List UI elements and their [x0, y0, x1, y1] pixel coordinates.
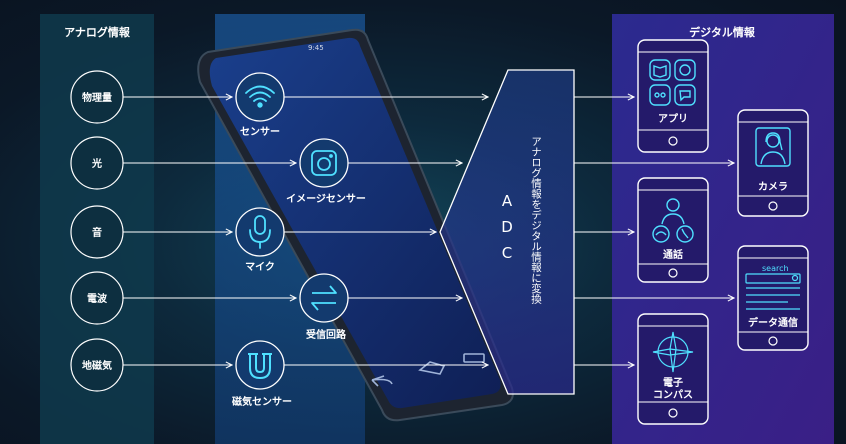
- digital-panel-title: デジタル情報: [689, 25, 756, 39]
- search-text: search: [762, 264, 789, 273]
- output-compass-label-2: コンパス: [653, 389, 693, 401]
- sensor-label: 受信回路: [306, 328, 347, 341]
- output-call-label: 通話: [663, 248, 683, 261]
- svg-text:光: 光: [91, 157, 102, 170]
- output-data: search データ通信: [737, 245, 809, 351]
- person-portrait-icon: [755, 127, 791, 167]
- compass-icon: [652, 331, 694, 373]
- wifi-icon: [245, 85, 275, 108]
- sensor-label: 磁気センサー: [232, 395, 292, 408]
- adc-description: アナログ情報をデジタル情報に変換: [530, 136, 542, 305]
- sensor-magnetic: 磁気センサー: [232, 340, 292, 408]
- svg-text:音: 音: [92, 226, 102, 239]
- output-arrows: [574, 97, 734, 365]
- output-call: 通話: [637, 177, 709, 283]
- output-data-label: データ通信: [748, 316, 798, 329]
- output-apps-label: アプリ: [658, 112, 688, 125]
- adc-block: A D C アナログ情報をデジタル情報に変換: [439, 69, 575, 395]
- adc-label-a: A: [502, 192, 513, 210]
- svg-text:地磁気: 地磁気: [82, 359, 112, 372]
- sensor-label: センサー: [240, 126, 280, 138]
- smartphone-illustration: 9:45: [197, 28, 514, 422]
- sensor-arrows: [284, 97, 488, 365]
- analog-input-geomagnetism: 地磁気: [70, 338, 124, 392]
- microphone-icon: [249, 215, 271, 249]
- analog-input-physical: 物理量: [70, 70, 124, 124]
- search-bar-icon: [745, 273, 801, 310]
- output-compass: 電子 コンパス: [637, 313, 709, 425]
- app-grid-icon: [649, 59, 696, 106]
- output-compass-label-1: 電子: [663, 377, 683, 389]
- analog-panel-title: アナログ情報: [64, 25, 131, 39]
- back-icon: [371, 375, 393, 387]
- svg-text:電波: 電波: [87, 292, 108, 305]
- analog-input-sound: 音: [70, 205, 124, 259]
- svg-text:物理量: 物理量: [82, 91, 112, 104]
- analog-input-radio-wave: 電波: [70, 271, 124, 325]
- sensor-receiver: 受信回路: [299, 273, 349, 341]
- phone-call-icon: [652, 198, 694, 243]
- adc-label-d: D: [501, 218, 513, 236]
- analog-input-light: 光: [70, 136, 124, 190]
- input-arrows: [123, 97, 296, 365]
- phone-clock: 9:45: [308, 44, 324, 52]
- sensor-wifi: センサー: [235, 72, 285, 138]
- sensor-label: イメージセンサー: [286, 193, 366, 205]
- adc-label-c: C: [502, 244, 512, 262]
- recent-apps-icon: [463, 353, 485, 363]
- output-apps: アプリ: [637, 39, 709, 153]
- camera-lens-icon: [311, 150, 337, 176]
- magnet-icon: [248, 353, 272, 380]
- sensor-label: マイク: [245, 261, 275, 273]
- output-camera-label: カメラ: [758, 181, 788, 193]
- output-camera: カメラ: [737, 109, 809, 217]
- exchange-arrows-icon: [311, 285, 337, 311]
